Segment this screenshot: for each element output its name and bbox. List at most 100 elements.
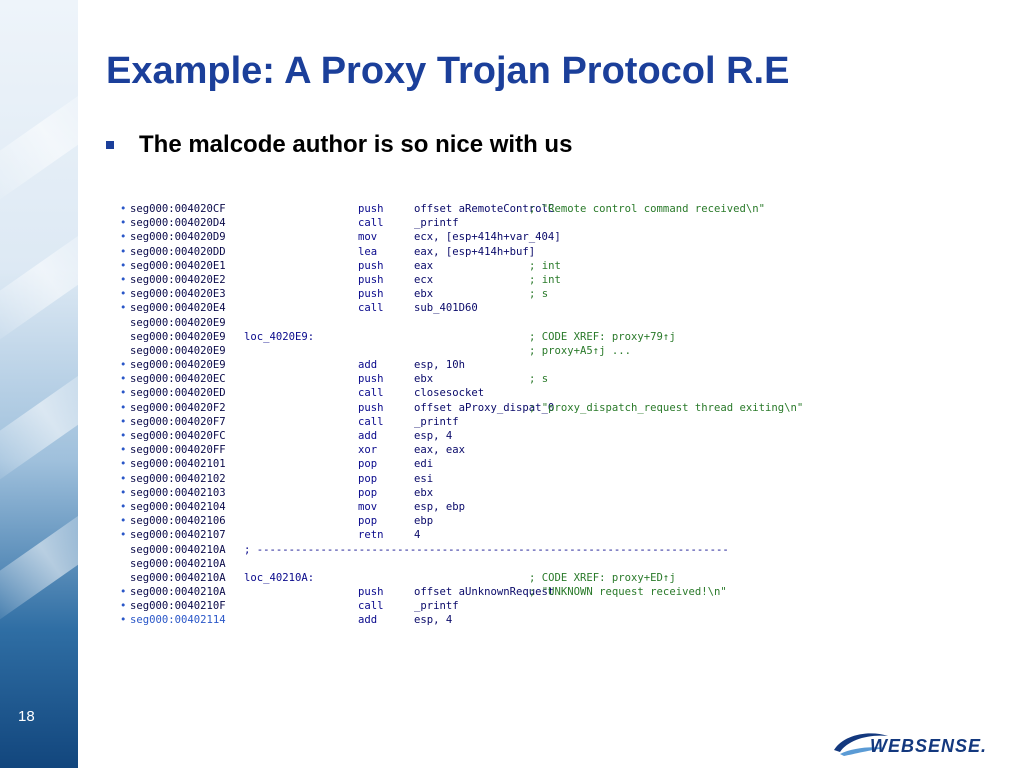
code-addr: seg000:004020F7: [130, 415, 226, 428]
code-ops: _printf: [414, 217, 459, 230]
code-ops: offset aProxy_dispat_0: [414, 401, 555, 414]
code-mnem: pop: [358, 458, 378, 471]
code-ops: closesocket: [414, 387, 485, 400]
code-addr: seg000:00402101: [130, 458, 226, 471]
sidebar-streak: [0, 491, 78, 629]
code-mnem: retn: [358, 529, 384, 542]
code-cmt: ; proxy+A5↑j ...: [529, 344, 632, 357]
code-line: •seg000:00402103 pop ebx: [120, 486, 900, 500]
code-dot: •: [120, 259, 127, 272]
code-mnem: lea: [358, 245, 378, 258]
code-addr: seg000:00402106: [130, 515, 226, 528]
code-mnem: call: [358, 600, 384, 613]
code-dot: •: [120, 458, 127, 471]
code-line: •seg000:0040210A push offset aUnknownReque…: [120, 585, 900, 599]
code-addr: seg000:004020D4: [130, 217, 226, 230]
code-ops: ebp: [414, 515, 434, 528]
code-dot: •: [120, 359, 127, 372]
sidebar-streak: [0, 71, 78, 209]
code-addr: seg000:004020E3: [130, 288, 226, 301]
code-ops: 4: [414, 529, 421, 542]
code-line: seg000:0040210A: [120, 557, 900, 571]
code-ops: eax, [esp+414h+buf]: [414, 245, 536, 258]
code-addr: seg000:004020E9: [130, 344, 226, 357]
code-mnem: call: [358, 415, 384, 428]
code-dot: •: [120, 203, 127, 215]
code-dot: •: [120, 472, 127, 485]
code-dot: •: [120, 288, 127, 301]
code-addr: seg000:004020E9: [130, 316, 226, 329]
code-addr: seg000:004020ED: [130, 387, 226, 400]
code-addr: seg000:0040210F: [130, 600, 226, 613]
code-mnem: pop: [358, 515, 378, 528]
sidebar-streak: [0, 351, 78, 489]
code-addr: seg000:0040210A: [130, 543, 226, 556]
code-ops: _printf: [414, 600, 459, 613]
code-ops: esp, ebp: [414, 500, 466, 513]
code-ops: esp, 4: [414, 614, 453, 627]
logo-text: WEBSENSE.: [870, 736, 988, 756]
code-ops: offset aUnknownRequest: [414, 586, 555, 599]
code-ops: eax: [414, 259, 434, 272]
code-ops: esi: [414, 472, 434, 485]
code-label: ; --------------------------------------…: [244, 543, 729, 556]
code-dot: •: [120, 373, 127, 386]
code-addr: seg000:004020DD: [130, 245, 226, 258]
code-mnem: push: [358, 586, 384, 599]
code-dot: •: [120, 302, 127, 315]
code-dot: •: [120, 401, 127, 414]
code-line: seg000:004020E9: [120, 316, 900, 330]
code-line: •seg000:00402101 pop edi: [120, 457, 900, 471]
decorative-sidebar: [0, 0, 78, 768]
sidebar-streak: [0, 211, 78, 349]
code-addr: seg000:00402114: [130, 614, 226, 627]
code-line: seg000:0040210A ; -----------------------…: [120, 543, 900, 557]
code-ops: esp, 10h: [414, 359, 466, 372]
code-addr: seg000:0040210A: [130, 586, 226, 599]
code-cmt: ; s: [529, 288, 549, 301]
code-cmt: ; s: [529, 373, 549, 386]
code-addr: seg000:00402104: [130, 500, 226, 513]
code-ops: eax, eax: [414, 444, 466, 457]
code-ops: ecx, [esp+414h+var_404]: [414, 231, 561, 244]
code-dot: •: [120, 231, 127, 244]
code-mnem: add: [358, 430, 378, 442]
code-ops: ebx: [414, 373, 434, 386]
code-addr: seg000:00402102: [130, 472, 226, 485]
code-dot: •: [120, 614, 127, 627]
code-mnem: pop: [358, 486, 378, 499]
code-mnem: push: [358, 401, 384, 414]
code-ops: edi: [414, 458, 434, 471]
code-dot: •: [120, 486, 127, 499]
code-ops: ebx: [414, 288, 434, 301]
code-ops: ebx: [414, 486, 434, 499]
code-addr: seg000:0040210A: [130, 571, 226, 584]
code-addr: seg000:00402107: [130, 529, 226, 542]
code-addr: seg000:00402103: [130, 486, 226, 499]
code-mnem: add: [358, 359, 378, 372]
code-cmt: ; CODE XREF: proxy+79↑j: [529, 330, 676, 343]
code-line: seg000:004020E9 ; proxy+A5↑j ...: [120, 344, 900, 358]
code-dot: •: [120, 586, 127, 599]
bullet-text: The malcode author is so nice with us: [139, 131, 573, 158]
code-addr: seg000:0040210A: [130, 557, 226, 570]
code-addr: seg000:004020E4: [130, 302, 226, 315]
code-mnem: mov: [358, 231, 378, 244]
code-addr: seg000:004020F2: [130, 401, 226, 414]
code-dot: •: [120, 444, 127, 457]
